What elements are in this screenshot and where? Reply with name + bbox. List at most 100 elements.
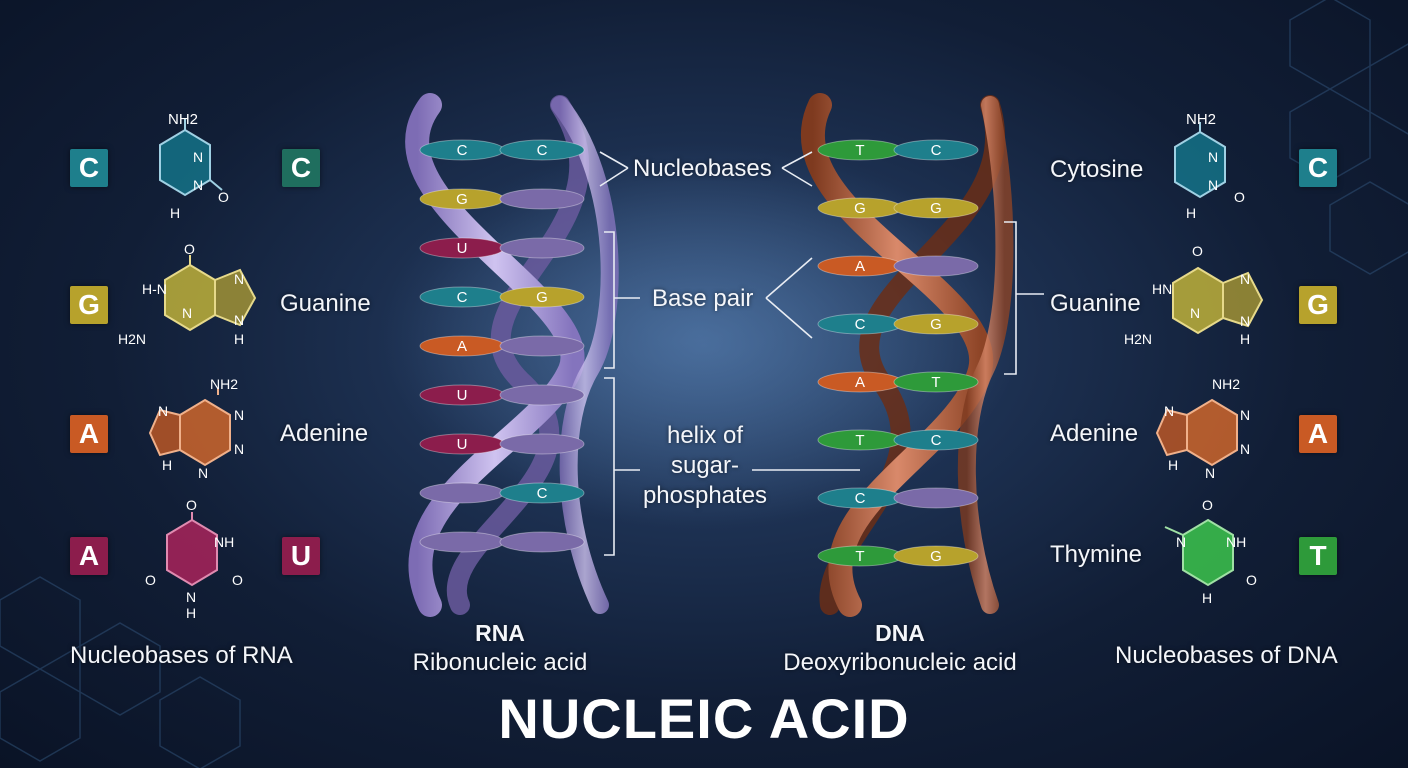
dna-rung-5-right xyxy=(893,429,979,451)
svg-text:NH2: NH2 xyxy=(210,376,238,392)
annotation-base-pair: Base pair xyxy=(652,285,754,312)
rna-rung-6-left-label: U xyxy=(457,436,468,453)
rna-rung-0-right xyxy=(499,139,585,161)
dna-label-guanine: Guanine xyxy=(1050,290,1141,317)
svg-text:H-N: H-N xyxy=(142,281,167,297)
dna-name: DNA xyxy=(875,620,925,646)
dna-structure-thymine: O N NH O H xyxy=(1164,497,1257,606)
dna-backbone-strand-right xyxy=(957,96,1014,614)
dna-rung-3-right-label: G xyxy=(930,316,942,333)
dna-structure-guanine: O HN N N N H H2N xyxy=(1124,243,1264,347)
dna-badge-cytosine: C xyxy=(1299,149,1337,187)
nucleobases-pointer-right xyxy=(781,151,813,187)
rna-rung-4-right xyxy=(499,335,585,357)
nucleobases-pointer-left xyxy=(599,151,629,187)
rna-badge-uracil: U xyxy=(282,537,320,575)
dna-rung-1-left-label: G xyxy=(854,200,866,217)
svg-text:N: N xyxy=(1240,441,1250,457)
dna-label-thymine: Thymine xyxy=(1050,541,1143,568)
dna-rung-5-left-label: T xyxy=(855,432,864,449)
svg-text:H: H xyxy=(1240,331,1250,347)
annotation-helix-line-1: helix of xyxy=(666,422,744,449)
svg-text:N: N xyxy=(193,149,203,165)
rna-rung-4-left-label: A xyxy=(457,338,467,355)
rna-badge-cytosine: C xyxy=(70,149,108,187)
dna-rung-2-left-label: A xyxy=(855,258,865,275)
rna-rung-1-right xyxy=(499,188,585,210)
dna-rung-6-right xyxy=(893,487,979,509)
svg-text:N: N xyxy=(1240,407,1250,423)
dna-rung-4-left-label: A xyxy=(855,374,865,391)
dna-rung-0-right xyxy=(893,139,979,161)
rna-rung-3-right xyxy=(499,286,585,308)
dna-badge-adenine: A xyxy=(1299,415,1337,453)
rna-structure-cytosine: NH2 N N H O xyxy=(159,111,229,221)
svg-text:H2N: H2N xyxy=(118,331,146,347)
rna-rung-2-left-label: U xyxy=(457,240,468,257)
svg-text:O: O xyxy=(232,572,243,588)
svg-text:N: N xyxy=(1164,403,1174,419)
annotation-connectors xyxy=(599,151,1044,556)
rna-badge-cytosine-right: C xyxy=(282,149,320,187)
dna-structure-adenine: NH2 N N N N H xyxy=(1155,376,1250,481)
svg-text:N: N xyxy=(1190,305,1200,321)
dna-base-pair-bracket xyxy=(1004,221,1044,375)
dna-rung-1-right xyxy=(893,197,979,219)
dna-rung-2-right xyxy=(893,255,979,277)
svg-text:N: N xyxy=(1176,534,1186,550)
dna-rung-7-left-label: T xyxy=(855,548,864,565)
dna-label-cytosine: Cytosine xyxy=(1050,156,1144,183)
rna-rung-5-left-label: U xyxy=(457,387,468,404)
svg-text:O: O xyxy=(1234,189,1245,205)
annotation-nucleobases: Nucleobases xyxy=(633,155,772,182)
annotation-helix-line-3: phosphates xyxy=(642,482,768,509)
rna-panel-caption: Nucleobases of RNA xyxy=(70,642,293,669)
rna-badge-guanine: G xyxy=(70,286,108,324)
dna-rung-4-right xyxy=(893,371,979,393)
svg-text:O: O xyxy=(186,497,197,513)
dna-label-adenine: Adenine xyxy=(1050,420,1139,447)
svg-text:O: O xyxy=(1246,572,1257,588)
annotation-helix-line-2: sugar- xyxy=(670,452,740,479)
base-pair-pointer xyxy=(765,257,813,339)
svg-text:N: N xyxy=(234,407,244,423)
rna-structure-guanine: O N N N H-N H H2N xyxy=(118,241,257,347)
rna-rung-7-right-label: C xyxy=(537,485,548,502)
svg-text:N: N xyxy=(198,465,208,481)
dna-full-name: Deoxyribonucleic acid xyxy=(783,649,1017,676)
svg-text:N: N xyxy=(182,305,192,321)
svg-text:HN: HN xyxy=(1152,281,1172,297)
rna-badge-adenine-lower: A xyxy=(70,537,108,575)
svg-text:H: H xyxy=(1186,205,1196,221)
svg-text:H: H xyxy=(1202,590,1212,606)
rna-rung-2-right xyxy=(499,237,585,259)
svg-text:N: N xyxy=(234,441,244,457)
svg-text:N: N xyxy=(1205,465,1215,481)
rna-rung-6-right xyxy=(499,433,585,455)
rna-rung-5-right xyxy=(499,384,585,406)
svg-text:O: O xyxy=(1202,497,1213,513)
svg-text:N: N xyxy=(158,403,168,419)
svg-text:H: H xyxy=(234,331,244,347)
rna-rung-7-left xyxy=(419,482,505,504)
page-title: NUCLEIC ACID xyxy=(498,687,910,750)
svg-text:NH2: NH2 xyxy=(1212,376,1240,392)
dna-badge-guanine: G xyxy=(1299,286,1337,324)
svg-text:NH2: NH2 xyxy=(168,111,198,128)
svg-text:N: N xyxy=(234,312,244,328)
rna-full-name: Ribonucleic acid xyxy=(412,649,588,676)
svg-text:H2N: H2N xyxy=(1124,331,1152,347)
dna-rung-0-left-label: T xyxy=(855,142,864,159)
rna-structure-adenine: NH2 N N N N H xyxy=(148,376,244,481)
svg-text:NH: NH xyxy=(1226,534,1246,550)
dna-rung-7-right-label: G xyxy=(930,548,942,565)
dna-rung-0-right-label: C xyxy=(931,142,942,159)
rna-label-guanine: Guanine xyxy=(280,290,371,317)
svg-text:O: O xyxy=(184,241,195,257)
svg-text:O: O xyxy=(218,189,229,205)
svg-text:N: N xyxy=(1240,271,1250,287)
svg-text:N: N xyxy=(186,589,196,605)
